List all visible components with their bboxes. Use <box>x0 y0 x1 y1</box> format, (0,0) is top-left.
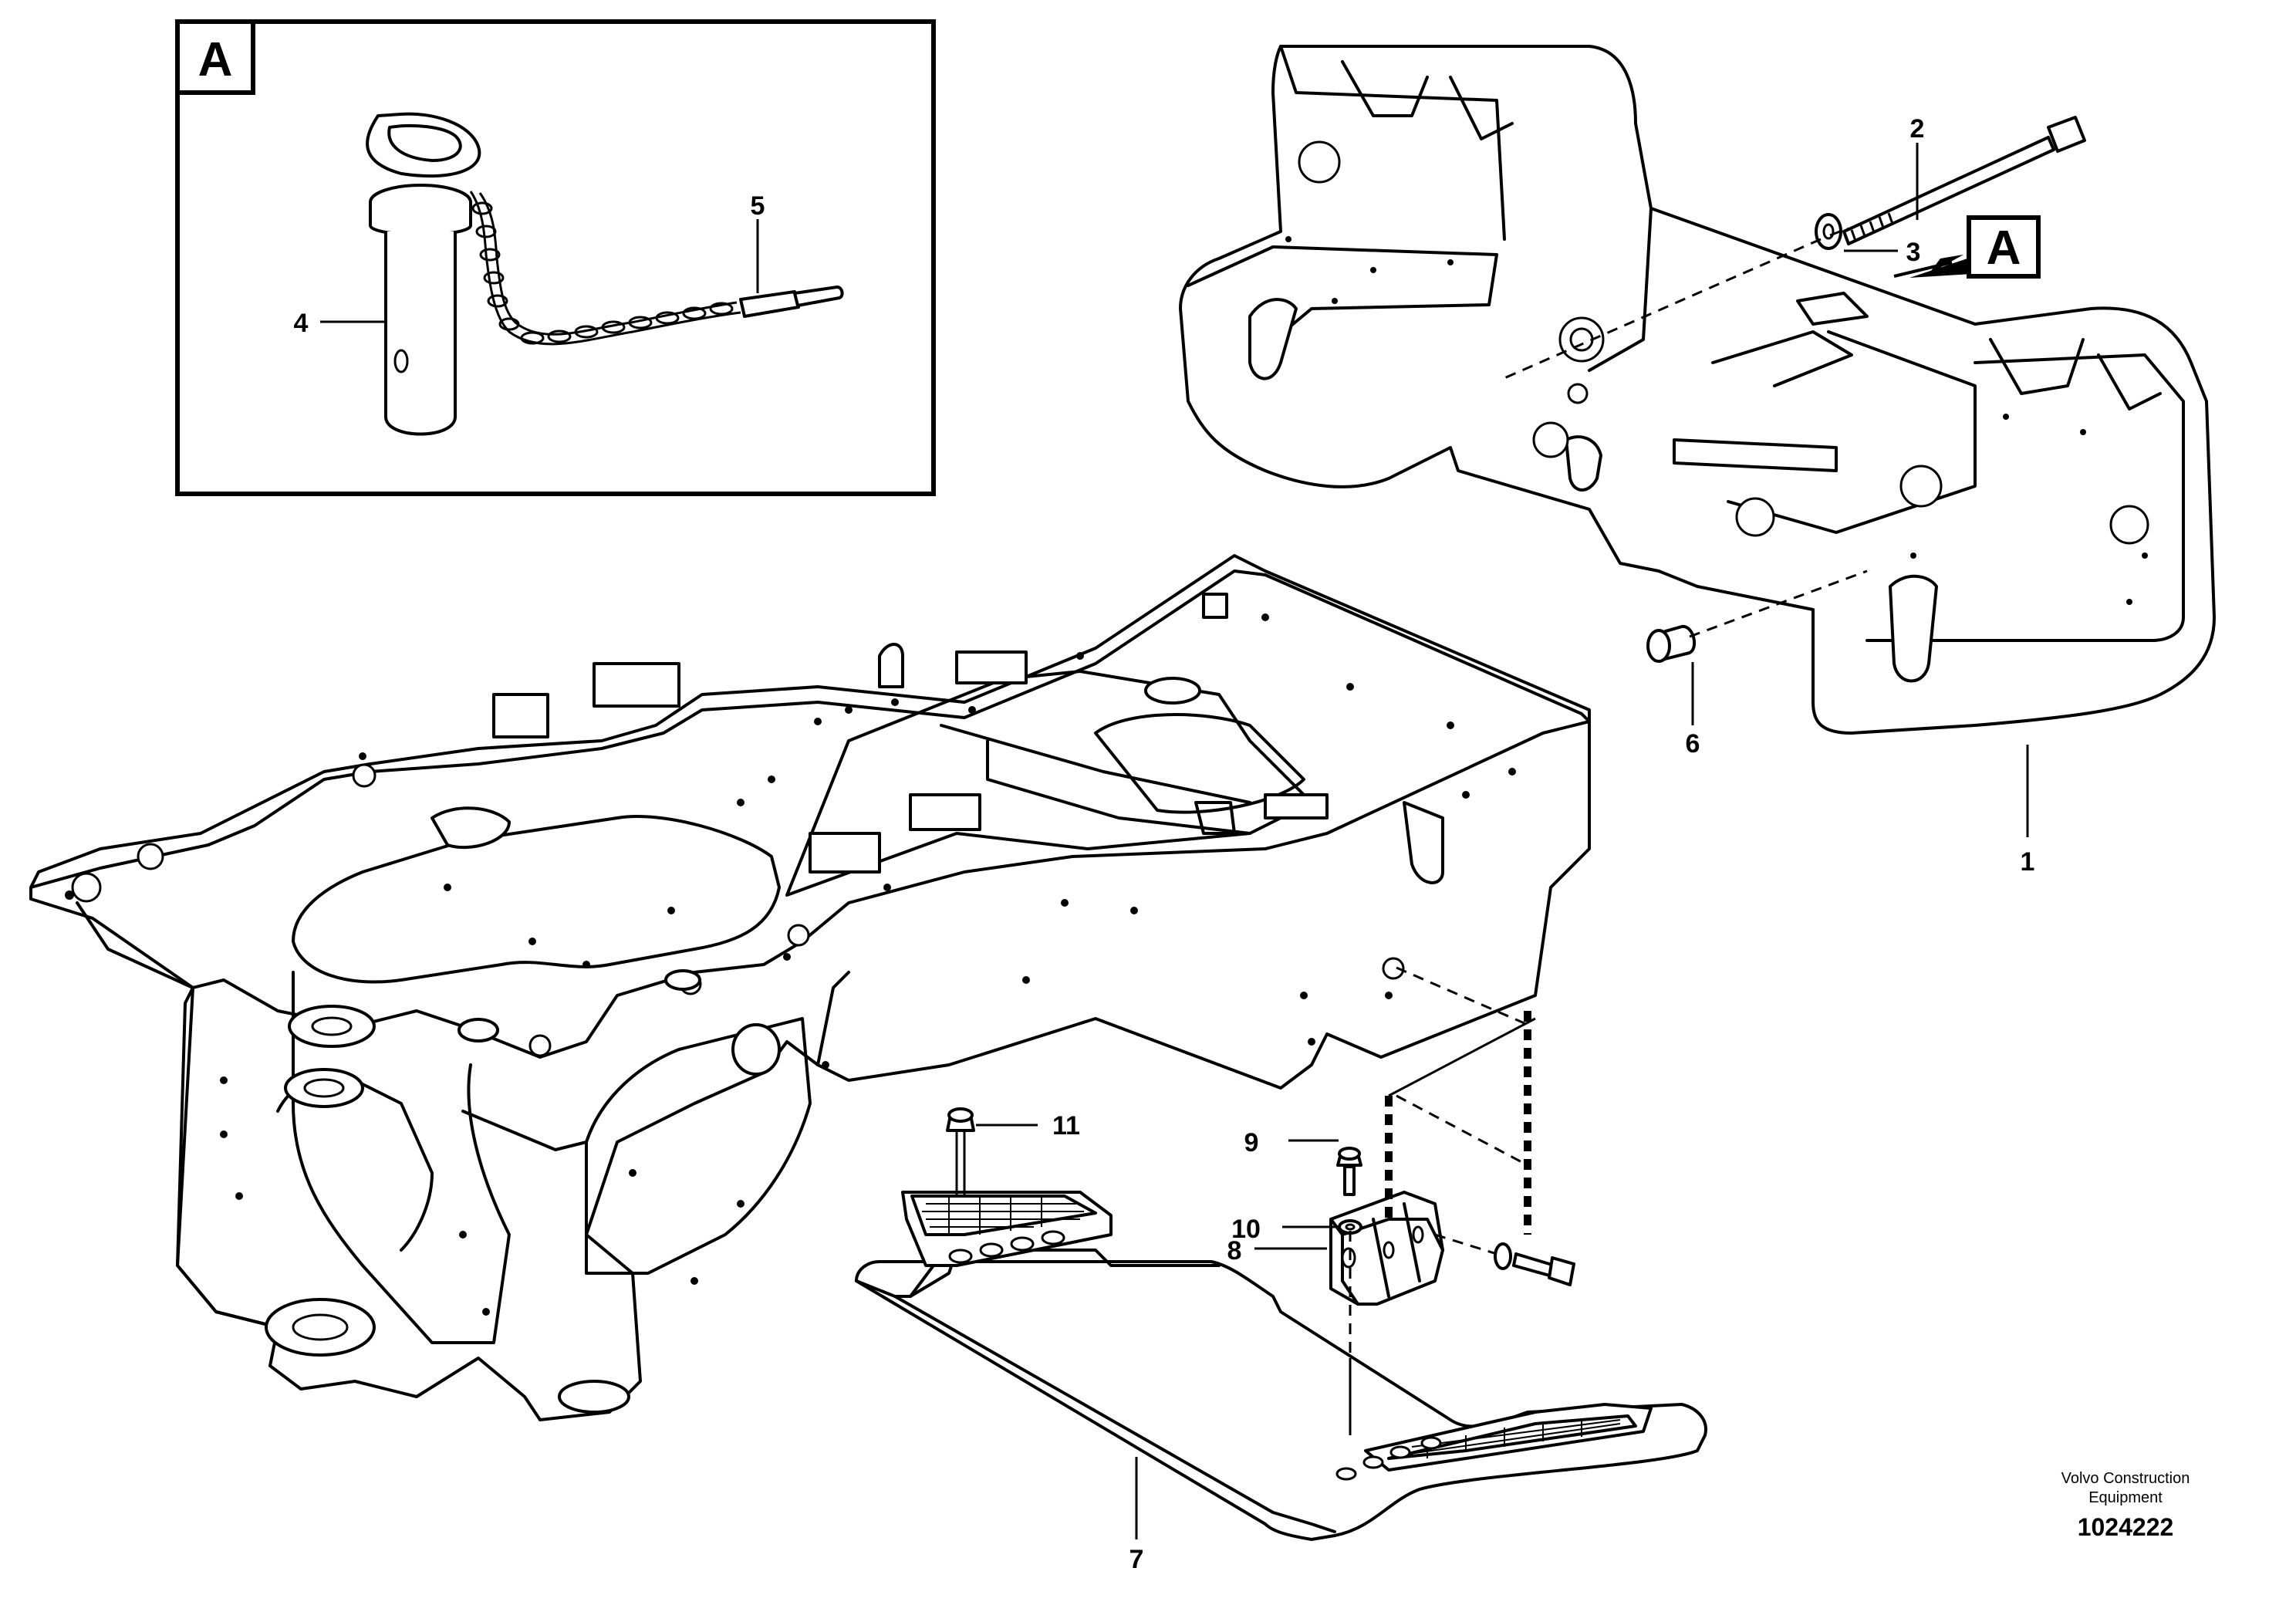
chain-and-clip <box>469 191 844 346</box>
callout-2: 2 <box>1910 114 1925 144</box>
view-marker-letter: A <box>1987 221 2021 275</box>
credit-line-2: Equipment <box>2088 1489 2163 1506</box>
view-arrow-a: A <box>1893 215 2041 279</box>
callout-4: 4 <box>294 309 309 338</box>
screw-9 <box>1336 1147 1362 1196</box>
callout-1: 1 <box>2021 847 2035 877</box>
detail-a-panel: A 4 <box>175 19 936 496</box>
rear-frame <box>29 554 1591 1421</box>
callout-8: 8 <box>1227 1236 1242 1265</box>
bolt-and-washer <box>1815 116 2086 250</box>
counterweight <box>1179 45 2216 735</box>
callout-5: 5 <box>751 191 765 221</box>
screw-11 <box>946 1107 975 1196</box>
callout-10: 10 <box>1231 1215 1261 1244</box>
lock-pin <box>366 112 481 436</box>
step <box>855 1191 1707 1541</box>
callout-6: 6 <box>1686 729 1700 759</box>
plug <box>1646 569 1868 663</box>
callout-11: 11 <box>1052 1111 1080 1140</box>
detail-a-label: A <box>198 33 233 86</box>
callout-9: 9 <box>1244 1128 1259 1157</box>
bracket-8 <box>1329 1191 1444 1306</box>
side-bolt <box>1434 1233 1575 1286</box>
washer-10 <box>1338 1219 1362 1235</box>
callout-7: 7 <box>1129 1545 1144 1574</box>
callout-3: 3 <box>1906 238 1921 267</box>
drawing-number: 1024222 <box>2078 1513 2174 1541</box>
credit-line-1: Volvo Construction <box>2061 1470 2190 1487</box>
